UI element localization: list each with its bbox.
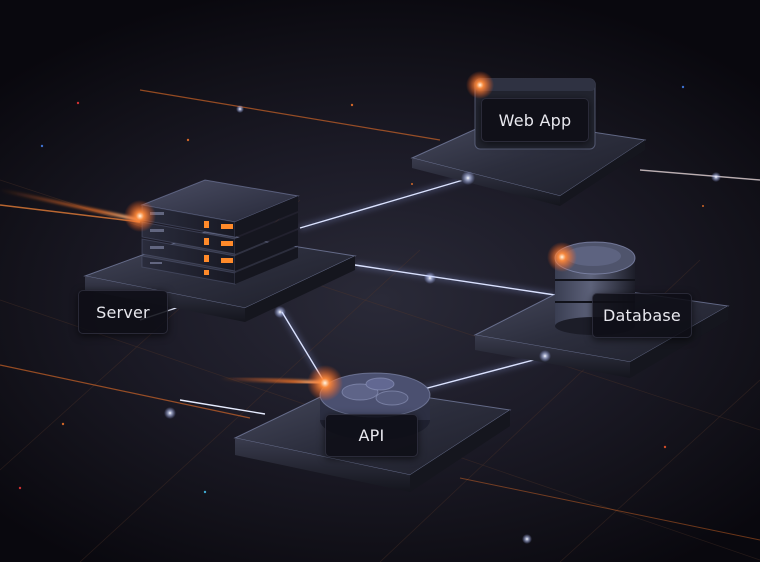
node-label-text: API bbox=[358, 426, 385, 445]
background-grid bbox=[0, 179, 760, 562]
node-label-text: Server bbox=[96, 302, 150, 322]
edge-api-left bbox=[179, 399, 266, 415]
node-label-text: Database bbox=[603, 306, 681, 325]
status-light-icon bbox=[124, 200, 156, 232]
node-label-text: Web App bbox=[498, 110, 572, 130]
node-label-web-app: Web App bbox=[481, 98, 589, 142]
server-rack-icon bbox=[140, 179, 300, 285]
node-label-api: API bbox=[325, 414, 418, 457]
junction-dots bbox=[164, 105, 721, 544]
server-node bbox=[83, 179, 357, 322]
status-light-icon bbox=[466, 71, 494, 99]
node-label-database: Database bbox=[592, 293, 692, 338]
node-label-server: Server bbox=[78, 290, 168, 334]
particles bbox=[18, 85, 704, 494]
status-light-icon bbox=[307, 365, 343, 401]
status-light-icon bbox=[547, 242, 577, 272]
